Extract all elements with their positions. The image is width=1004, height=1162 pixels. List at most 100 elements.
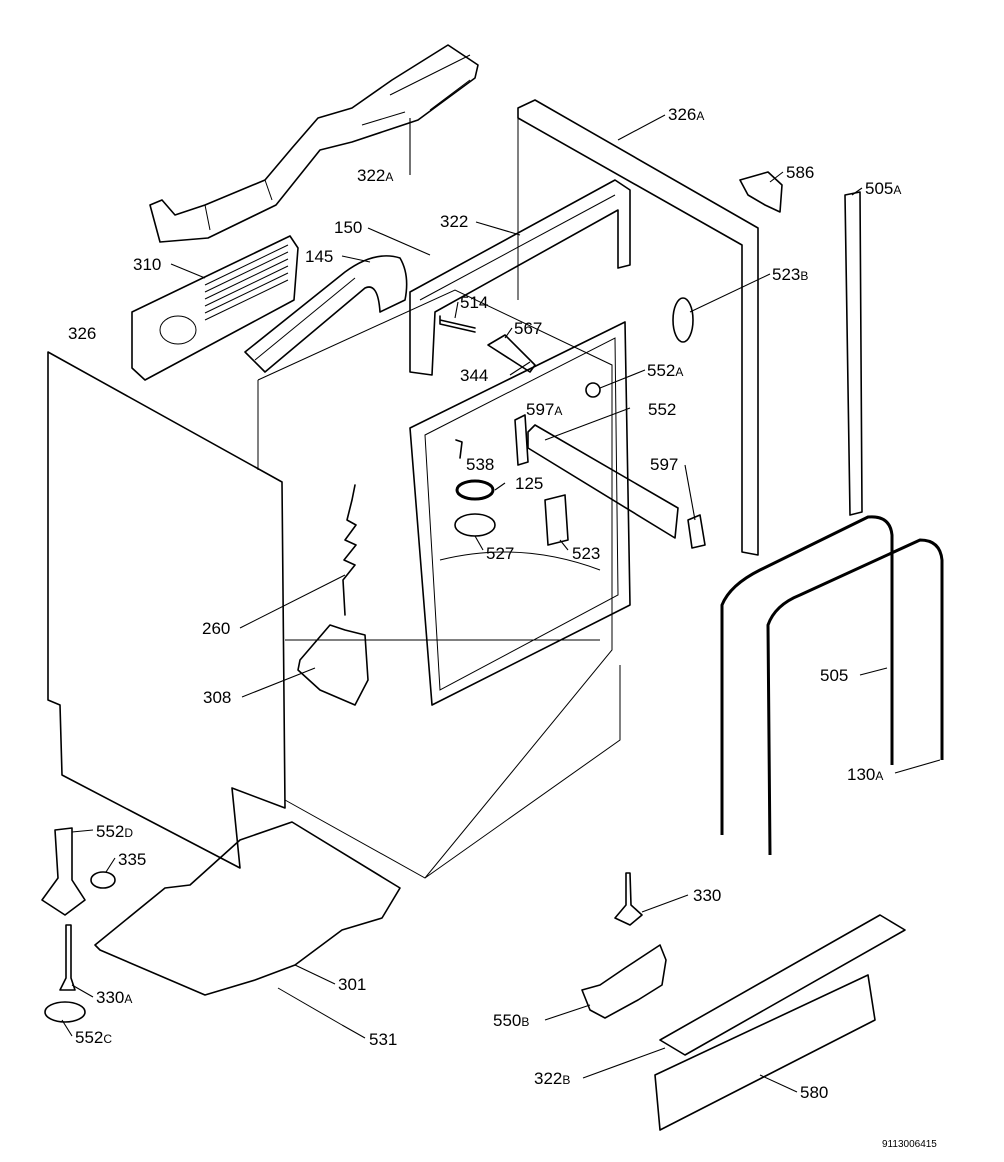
label-344: 344: [460, 367, 488, 384]
label-514-number: 514: [460, 293, 489, 312]
part-145-hose: [244, 255, 408, 373]
part-322a-top-bracket: [149, 44, 479, 243]
label-567: 567: [514, 320, 542, 337]
label-552c-suffix: C: [103, 1032, 113, 1046]
label-301-number: 301: [338, 975, 367, 994]
label-322b: 322B: [534, 1070, 570, 1087]
label-550b-suffix: B: [521, 1015, 530, 1029]
label-130a-number: 130: [847, 765, 876, 784]
label-310-number: 310: [133, 255, 162, 274]
label-322a-number: 322: [357, 166, 386, 185]
label-523b-suffix: B: [800, 269, 809, 283]
label-523-number: 523: [572, 544, 601, 563]
label-597a-number: 597: [526, 400, 555, 419]
part-505a-strip: [844, 191, 863, 516]
part-580-plinth: [654, 974, 876, 1131]
leader-lines: [61, 114, 941, 1093]
label-552a-number: 552: [647, 361, 676, 380]
part-130a-seal: [766, 538, 944, 856]
label-330-number: 330: [693, 886, 722, 905]
label-538: 538: [466, 456, 494, 473]
part-597a-clip: [514, 414, 529, 466]
label-527: 527: [486, 545, 514, 562]
drawing-code: 9113006415: [882, 1139, 937, 1150]
part-523b-bracket: [672, 297, 694, 343]
label-145-number: 145: [305, 247, 334, 266]
label-326: 326: [68, 325, 96, 342]
label-308: 308: [203, 689, 231, 706]
label-552c-number: 552: [75, 1028, 104, 1047]
part-308-hinge: [297, 624, 369, 706]
label-580-number: 580: [800, 1083, 829, 1102]
part-330-screw: [614, 872, 643, 926]
part-514-screw: [439, 315, 476, 333]
label-260: 260: [202, 620, 230, 637]
label-523b: 523B: [772, 266, 808, 283]
part-330a-screw: [59, 924, 76, 991]
label-586: 586: [786, 164, 814, 181]
label-505-number: 505: [820, 666, 849, 685]
label-308-number: 308: [203, 688, 232, 707]
part-326a-side-panel: [517, 99, 759, 556]
part-597-clip: [687, 514, 706, 549]
label-330a-suffix: A: [124, 992, 133, 1006]
label-330: 330: [693, 887, 721, 904]
cabinet-body: [257, 289, 621, 879]
door-inner: [409, 321, 631, 706]
label-597-number: 597: [650, 455, 679, 474]
label-125: 125: [515, 475, 543, 492]
part-326-left-panel: [47, 351, 286, 869]
part-552c-disc: [44, 1001, 86, 1023]
label-531-number: 531: [369, 1030, 398, 1049]
label-322: 322: [440, 213, 468, 230]
label-322b-suffix: B: [562, 1073, 571, 1087]
label-586-number: 586: [786, 163, 815, 182]
label-330a-number: 330: [96, 988, 125, 1007]
label-130a: 130A: [847, 766, 883, 783]
label-531: 531: [369, 1031, 397, 1048]
part-125-gasket: [455, 479, 495, 501]
part-260-spring: [342, 484, 357, 616]
label-335-number: 335: [118, 850, 147, 869]
part-531-rod: [277, 987, 343, 1026]
label-125-number: 125: [515, 474, 544, 493]
label-322a: 322A: [357, 167, 393, 184]
label-505a-suffix: A: [893, 183, 902, 197]
part-586-clip: [739, 171, 783, 213]
label-597a-suffix: A: [554, 404, 563, 418]
label-326a: 326A: [668, 106, 704, 123]
part-310-grille: [131, 235, 299, 381]
part-322b-plinth-bar: [659, 914, 906, 1056]
label-597a: 597A: [526, 401, 562, 418]
label-130a-suffix: A: [875, 769, 884, 783]
part-567-clip: [487, 334, 536, 373]
label-301: 301: [338, 976, 366, 993]
part-552-rail: [527, 424, 679, 539]
part-552d-foot: [41, 827, 86, 916]
label-538-number: 538: [466, 455, 495, 474]
part-523-valve: [544, 494, 569, 546]
label-550b-number: 550: [493, 1011, 522, 1030]
label-322a-suffix: A: [385, 170, 394, 184]
label-552-number: 552: [648, 400, 677, 419]
label-552: 552: [648, 401, 676, 418]
label-523: 523: [572, 545, 600, 562]
label-552a-suffix: A: [675, 365, 684, 379]
label-310: 310: [133, 256, 161, 273]
label-330a: 330A: [96, 989, 132, 1006]
part-527-nut: [454, 513, 496, 537]
part-550b-bracket: [581, 944, 667, 1019]
label-550b: 550B: [493, 1012, 529, 1029]
label-335: 335: [118, 851, 146, 868]
label-150: 150: [334, 219, 362, 236]
part-335-nut: [90, 871, 116, 889]
part-552a-knob: [585, 382, 601, 398]
label-505: 505: [820, 667, 848, 684]
label-344-number: 344: [460, 366, 489, 385]
label-505a-number: 505: [865, 179, 894, 198]
label-567-number: 567: [514, 319, 543, 338]
label-145: 145: [305, 248, 333, 265]
label-322-number: 322: [440, 212, 469, 231]
label-523b-number: 523: [772, 265, 801, 284]
